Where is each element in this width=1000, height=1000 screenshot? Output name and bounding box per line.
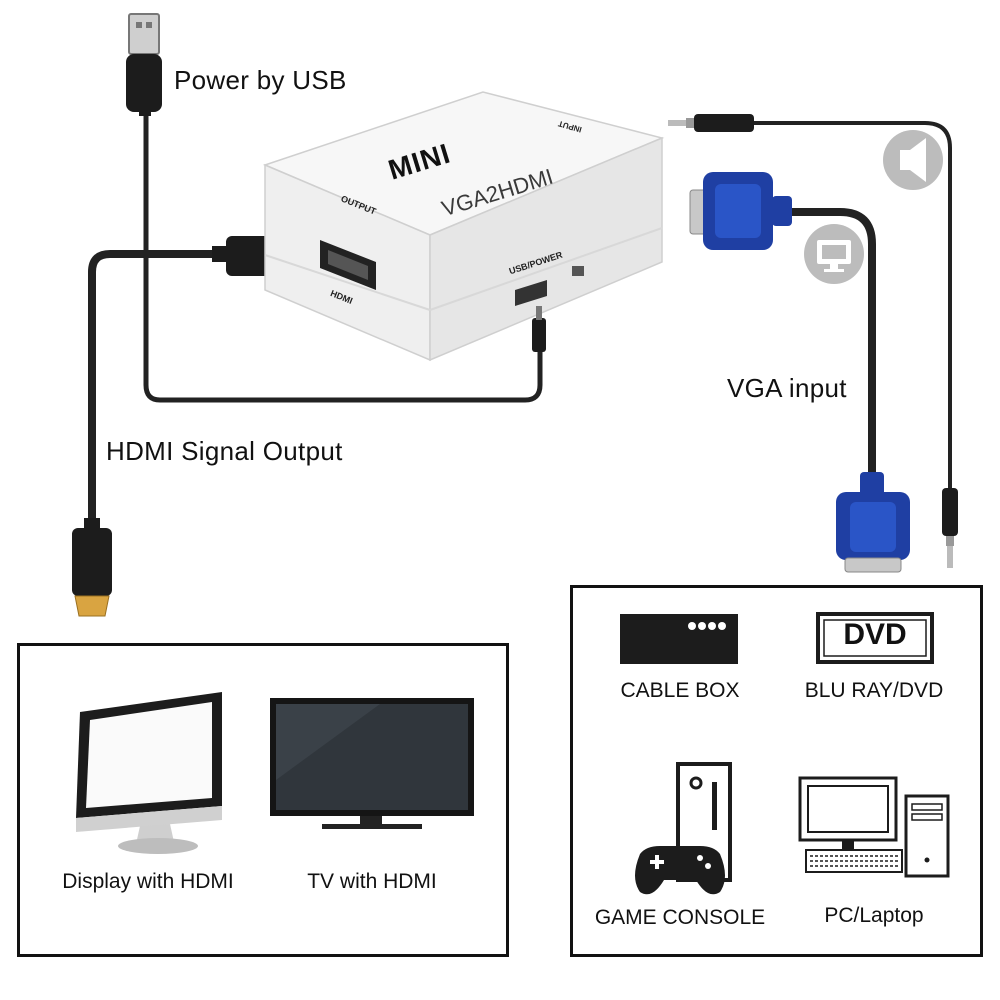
source-label-game-console: GAME CONSOLE [594,906,766,929]
power-label: Power by USB [174,65,347,95]
vga-input-label: VGA input [727,373,847,403]
source-devices-panel [570,585,983,957]
switch-icon [572,266,584,276]
vga-cable [790,208,876,480]
monitor-icon [76,692,222,854]
vga-plug-top-icon [689,172,792,250]
tv-icon [270,698,474,829]
hdmi-port-icon [320,240,376,290]
dvd-icon [816,612,934,664]
vga-plug-bottom-icon [836,472,910,573]
hdmi-output-label: HDMI Signal Output [106,436,343,466]
cable-box-icon [620,614,738,664]
audio-jack-icon [668,114,754,132]
converter-box [262,91,665,362]
output-device-label-tv: TV with HDMI [307,870,437,893]
usb-power-cable [143,108,543,403]
audio-jack-bottom-icon [942,488,958,568]
source-label-cable-box: CABLE BOX [620,679,740,702]
hdmi-cable [88,250,215,520]
output-device-label-display: Display with HDMI [62,870,234,893]
dvd-icon-text: DVD [843,618,907,651]
usb-plug-icon [126,13,162,116]
game-console-icon [635,762,732,895]
monitor-badge-icon [804,224,864,284]
pc-icon [798,776,950,878]
source-label-pc: PC/Laptop [824,904,924,927]
source-label-blu-ray: BLU RAY/DVD [804,679,944,702]
speaker-icon [883,130,943,190]
mini-usb-port-icon [515,280,547,306]
audio-cable [752,121,952,492]
output-devices-panel [17,643,509,957]
hdmi-plug-bottom-icon [72,518,112,617]
mini-usb-plug-icon [532,306,546,352]
